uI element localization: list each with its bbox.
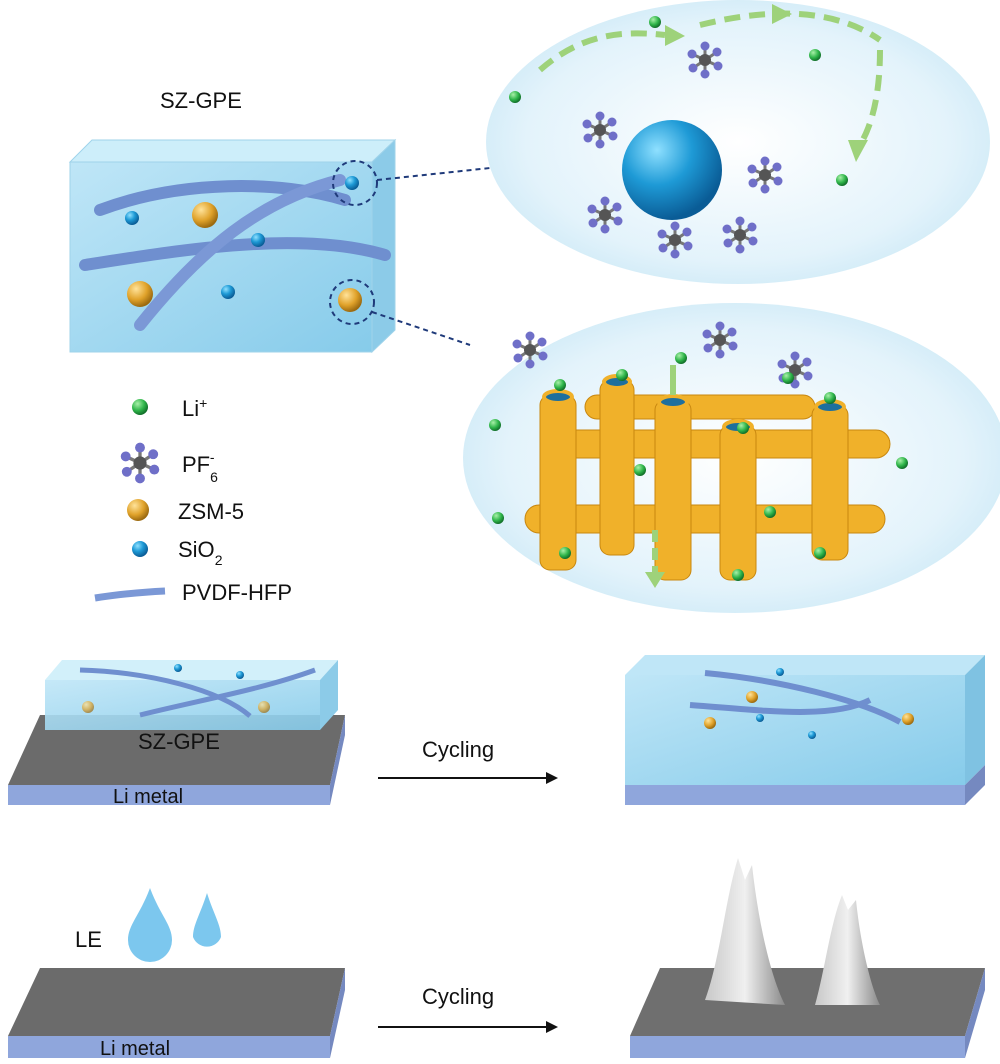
zoom-circle-sio2: [332, 160, 378, 206]
liquid-electrolyte-droplets: [128, 888, 221, 962]
legend-zsm5: ZSM-5: [178, 499, 244, 524]
sio2-sphere: [622, 120, 722, 220]
cycling-label-bottom: Cycling: [422, 984, 494, 1009]
sio2-particle: [125, 211, 139, 225]
legend-pf6: PF6-: [182, 449, 218, 485]
legend-li: Li+: [182, 395, 207, 421]
legend-pvdf: PVDF-HFP: [182, 580, 292, 605]
orange-sphere-icon: [127, 499, 149, 521]
pf6-molecule-icon: [119, 440, 161, 486]
li-metal-dendrites: [630, 858, 985, 1058]
zoom-line: [376, 167, 491, 181]
pvdf-fiber: [94, 180, 351, 216]
zsm5-particle: [338, 288, 362, 312]
sz-gpe-block: [68, 138, 397, 354]
zsm5-zoom-bubble: [463, 303, 1000, 613]
sio2-particle: [251, 233, 265, 247]
sz-gpe-label: SZ-GPE: [138, 729, 220, 754]
li-metal-label: Li metal: [113, 786, 183, 808]
sio2-zoom-bubble: [486, 0, 990, 284]
zoom-circle-zsm5: [329, 279, 375, 325]
zsm5-particle: [127, 281, 153, 307]
sz-gpe-on-li-metal: [8, 660, 345, 805]
dendrite: [705, 858, 785, 1005]
zsm5-particle: [192, 202, 218, 228]
li-metal-label-bottom: Li metal: [100, 1038, 170, 1060]
pvdf-fiber: [79, 237, 391, 271]
le-label: LE: [75, 927, 102, 952]
cycling-label: Cycling: [422, 737, 494, 762]
legend-sio2: SiO2: [178, 537, 223, 568]
sz-gpe-title: SZ-GPE: [160, 88, 242, 113]
sio2-particle: [221, 285, 235, 299]
dendrite: [815, 895, 880, 1005]
blue-sphere-icon: [132, 541, 148, 557]
pvdf-fiber: [134, 174, 346, 331]
fiber-icon: [94, 587, 166, 602]
cycling-arrow-bottom: [378, 1021, 558, 1033]
cycling-arrow: [378, 772, 558, 784]
li-metal-bare: [8, 968, 345, 1058]
legend: Li+ PF6- ZSM-5 SiO2 PVDF-HFP: [94, 395, 292, 605]
sz-gpe-after-cycling: [625, 655, 985, 805]
sio2-particle: [345, 176, 359, 190]
green-sphere-icon: [132, 399, 148, 415]
